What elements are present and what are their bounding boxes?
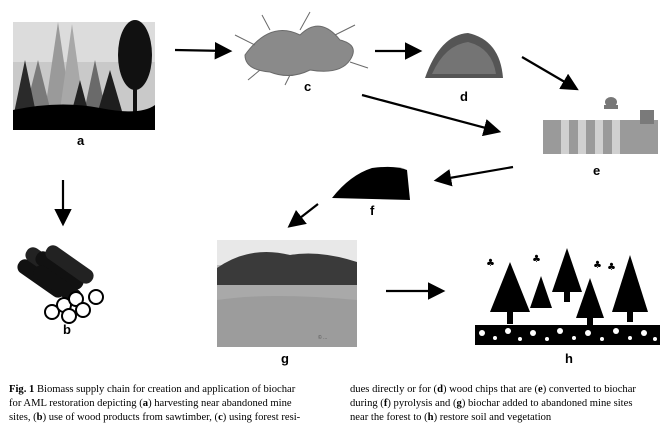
panel-label-d: d [460,89,468,104]
arrow-e-to-f [433,165,514,187]
panel-f-biochar-image [332,166,410,200]
panel-d-woodchips-image [425,33,503,78]
figure-caption-col-1: Fig. 1 Biomass supply chain for creation… [9,384,301,424]
panel-label-g: g [281,351,289,366]
flow-arrows [54,41,579,300]
panel-e-kiln-image [543,97,658,154]
panel-h-restored-vegetation-image: ♣ ♣ ♣ ♣ [475,248,660,345]
arrow-a-to-c [174,41,233,60]
svg-text:♣: ♣ [532,254,541,265]
arrow-f-to-g [287,203,319,228]
panel-g-mine-site-photo [217,240,357,347]
svg-text:♣: ♣ [593,260,602,271]
figure-caption-col-2: dues directly or for (d) wood chips that… [350,384,636,424]
photo-watermark: © ... [318,335,328,341]
arrow-d-to-e [521,56,579,91]
panel-label-h: h [565,351,573,366]
panel-label-a: a [77,133,85,148]
panel-label-c: c [304,79,312,94]
figure-label: Fig. 1 [9,384,35,395]
panel-c-branches-image [234,11,369,86]
panel-b-logs-image [17,245,104,324]
arrow-c-to-e [361,93,502,137]
panel-a-forest-image [13,20,155,130]
panel-label-f: f [370,203,375,218]
svg-text:♣: ♣ [486,258,495,269]
panel-label-b: b [63,322,71,337]
panel-label-e: e [593,163,601,178]
svg-text:♣: ♣ [607,262,616,273]
